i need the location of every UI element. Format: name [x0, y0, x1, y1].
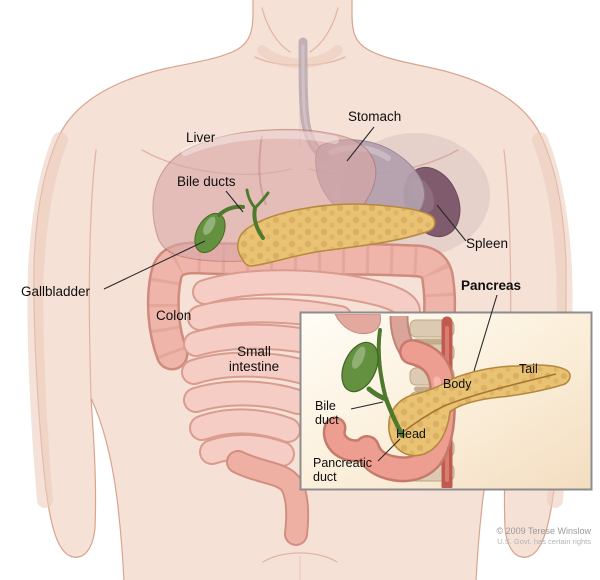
leader-lines	[103, 126, 498, 462]
inset-gallbladder	[341, 341, 389, 402]
leader-line-pancreatic-duct-inset	[377, 438, 401, 462]
leader-line-gallbladder	[103, 240, 206, 290]
inset-pancreas	[388, 364, 571, 457]
inset-cut-liver	[334, 314, 381, 335]
leader-line-stomach	[346, 126, 375, 162]
label-spleen: Spleen	[466, 236, 509, 251]
label-gallbladder: Gallbladder	[21, 284, 91, 299]
copyright-credit: © 2009 Terese Winslow U.S. Govt. has cer…	[496, 526, 591, 546]
inset-box	[299, 311, 593, 491]
label-bile-ducts: Bile ducts	[177, 174, 236, 189]
leader-line-pancreas	[473, 294, 498, 372]
leader-line-bile-ducts	[225, 190, 244, 213]
label-inset-body: Body	[443, 377, 472, 391]
copyright-line: © 2009 Terese Winslow	[496, 526, 591, 536]
label-small-intestine: Small intestine	[228, 344, 280, 375]
rights-line: U.S. Govt. has certain rights	[497, 537, 591, 547]
label-pancreas: Pancreas	[461, 278, 522, 293]
label-inset-tail: Tail	[519, 362, 538, 376]
inset-common-bile-duct	[383, 396, 405, 438]
label-inset-bile-duct: Bile duct	[315, 399, 339, 427]
leader-line-spleen	[436, 204, 467, 242]
bile-ducts-shape	[217, 188, 270, 240]
label-inset-head: Head	[396, 427, 426, 441]
label-liver: Liver	[186, 130, 216, 145]
label-colon: Colon	[156, 308, 192, 323]
label-stomach: Stomach	[348, 109, 402, 124]
leader-line-bile-duct-inset	[350, 401, 384, 410]
label-inset-pancreatic-duct: Pancreatic duct	[313, 456, 373, 484]
inset-hepatic-duct	[376, 328, 388, 401]
inset-pancreatic-duct	[397, 373, 557, 437]
